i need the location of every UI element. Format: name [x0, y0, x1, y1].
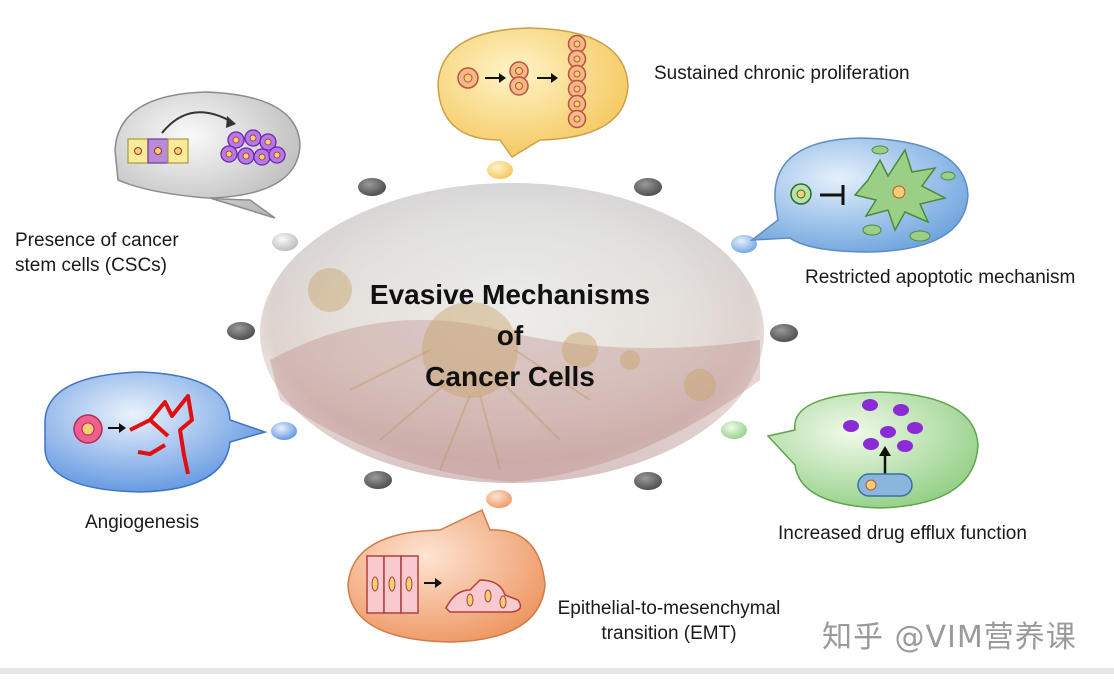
label-angiogenesis: Angiogenesis: [85, 512, 200, 533]
tumor-cell-icon: [308, 268, 716, 401]
label-proliferation: Sustained chronic proliferation: [654, 63, 910, 84]
label-apoptosis: Restricted apoptotic mechanism: [805, 267, 1076, 288]
label-drug-efflux: Increased drug efflux function: [778, 523, 1027, 544]
apoptosis-inhibition-icon: [790, 145, 956, 242]
center-title: Evasive Mechanisms of Cancer Cells: [330, 274, 690, 397]
watermark: 知乎 @VIM营养课: [822, 620, 1077, 655]
bubble-apoptosis: [749, 137, 969, 253]
connector-dots: [227, 178, 798, 490]
bubble-angiogenesis: [44, 371, 268, 493]
cell-division-icon: [457, 34, 587, 129]
bubble-proliferation: [437, 27, 629, 159]
blood-vessel-icon: [73, 394, 194, 475]
color-dots: [271, 161, 757, 508]
label-csc: Presence of cancer stem cells (CSCs): [15, 230, 179, 276]
center-title-line2: of: [496, 320, 524, 351]
bubble-csc: [114, 91, 301, 219]
center-title-line1: Evasive Mechanisms: [369, 279, 651, 310]
bottom-divider: [0, 668, 1114, 674]
emt-cells-icon: [366, 555, 522, 614]
bubble-emt: [347, 508, 546, 643]
stem-cell-icon: [127, 111, 286, 166]
center-ellipse: [260, 183, 764, 483]
bubble-drug-efflux: [766, 391, 979, 509]
drug-efflux-icon: [843, 399, 923, 497]
label-emt: Epithelial-to-mesenchymal transition (EM…: [557, 598, 781, 644]
center-title-line3: Cancer Cells: [425, 361, 595, 392]
